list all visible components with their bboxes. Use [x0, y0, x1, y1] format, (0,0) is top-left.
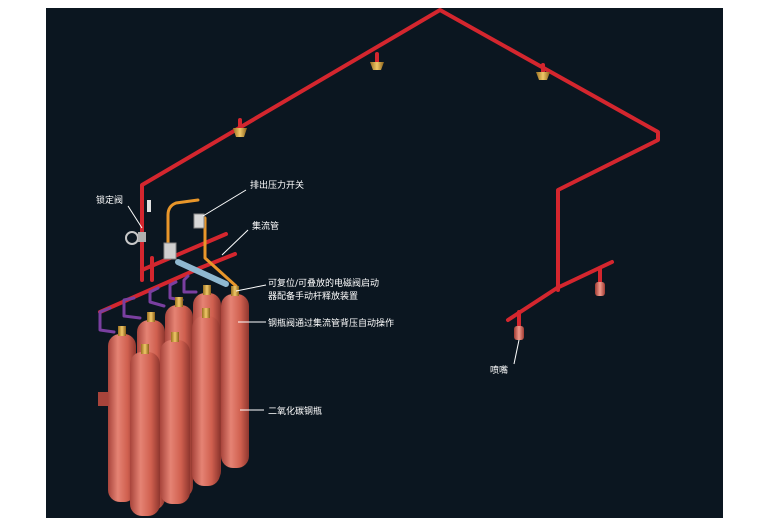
drop-nozzle-1 [514, 326, 524, 340]
label-solenoid-line-1: 可复位/可叠放的电磁阀启动 [268, 277, 379, 289]
co2-cylinder [192, 308, 220, 486]
ceiling-nozzle-1 [370, 62, 384, 70]
leader-lines [127, 189, 520, 411]
label-solenoid-line-2: 器配备手动杆释放装置 [268, 290, 358, 302]
label-lock-valve: 锁定阀 [96, 194, 123, 206]
main-pipe-network [98, 8, 660, 328]
lock-valve [125, 200, 151, 245]
manifold-pipe [175, 259, 229, 287]
label-cylinder-valve: 钢瓶阀通过集流管背压自动操作 [268, 317, 394, 329]
co2-cylinder [160, 332, 190, 504]
co2-cylinder [130, 344, 160, 516]
label-co2-cylinder: 二氧化碳钢瓶 [268, 405, 322, 417]
label-manifold: 集流管 [252, 220, 279, 232]
drop-nozzle-2 [595, 282, 605, 296]
co2-cylinder-bank [98, 285, 249, 516]
co2-cylinder [108, 326, 136, 502]
control-box [163, 242, 177, 260]
label-nozzle: 喷嘴 [490, 365, 508, 376]
cylinder-rack-bracket [98, 392, 108, 406]
ceiling-nozzle-2 [233, 128, 247, 137]
co2-cylinder [221, 286, 249, 468]
pressure-switch [193, 213, 205, 229]
label-pressure-switch: 排出压力开关 [250, 179, 304, 191]
ceiling-nozzle-3 [536, 72, 550, 80]
